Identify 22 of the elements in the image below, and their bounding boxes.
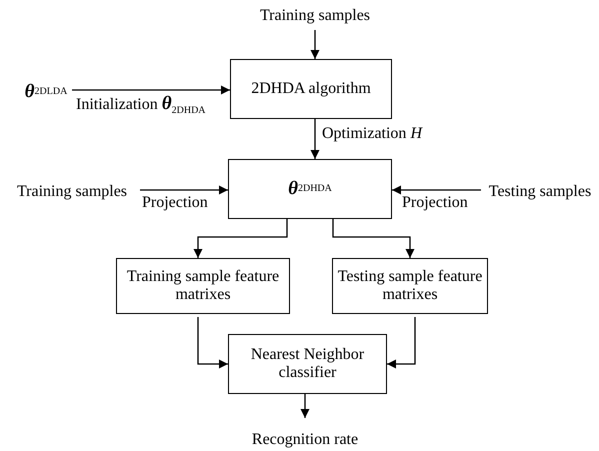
arrow: [310, 30, 320, 59]
arrow: [387, 317, 416, 368]
edge-label: Projection: [142, 194, 208, 212]
arrow: [392, 186, 481, 194]
arrow: [197, 317, 228, 368]
arrow: [194, 219, 288, 258]
edge-label: Projection: [402, 194, 468, 212]
input-label: Training samples: [250, 6, 380, 26]
arrow: [140, 186, 228, 194]
arrow: [72, 86, 230, 94]
edge-label: Optimization H: [322, 125, 422, 143]
input-label: Testing samples: [481, 181, 599, 203]
process-box: Training sample feature matrixes: [116, 258, 290, 314]
output-label: Recognition rate: [240, 430, 370, 450]
process-box: Testing sample feature matrixes: [332, 258, 488, 314]
arrow: [332, 219, 414, 258]
arrow: [310, 119, 320, 159]
arrow: [300, 394, 310, 418]
edge-label: Initialization θ$_{2DHDA}$: [76, 94, 206, 116]
process-box: 2DHDA algorithm: [230, 59, 392, 119]
input-label: Training samples: [6, 181, 138, 203]
process-box: Nearest Neighbor classifier: [228, 334, 387, 394]
